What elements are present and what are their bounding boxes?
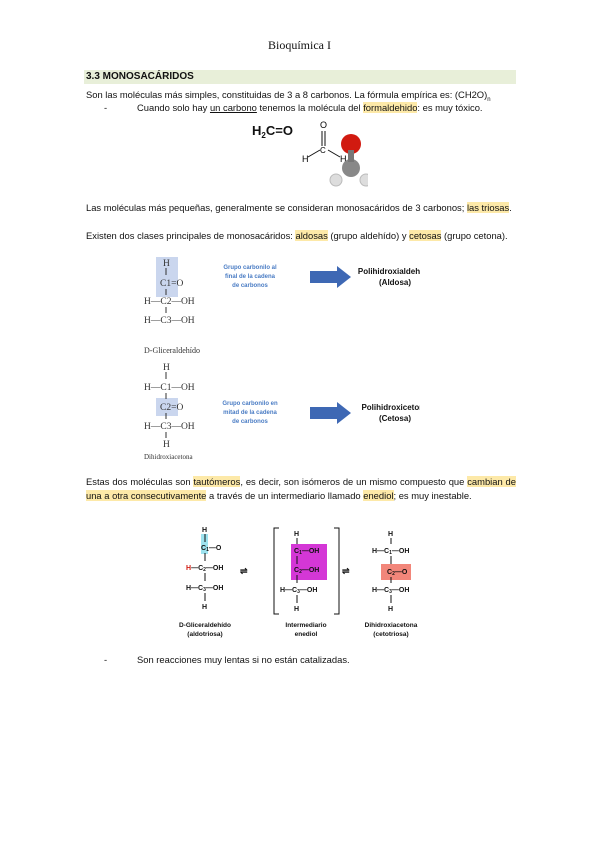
formula-sub: 2 [261,131,266,140]
taut-label-3a: Dihidroxiacetona [365,622,418,629]
para3-aldosas: aldosas [295,230,328,241]
ketose-h-bottom: H [163,440,170,450]
carbonyl-highlight [156,257,178,297]
aldose-note-2: final de la cadena [225,274,276,280]
struct-c: C [320,146,326,155]
bullet1-pre: Cuando solo hay [137,102,210,113]
svg-text:H: H [202,604,207,611]
bullet1-formaldehido: formaldehido [363,102,418,113]
svg-text:⇌: ⇌ [342,566,350,576]
bullet1-carbon: un carbono [209,102,257,113]
ketose-name: Dihidroxiacetona [144,453,193,461]
ketose-c3: H—C3—OH [144,422,195,432]
paragraph-classes: Existen dos clases principales de monosa… [86,229,516,243]
aldose-arrow [310,266,351,288]
intro-subscript: n [487,96,491,103]
svg-text:C2—O: C2—O [387,569,408,577]
paragraph-triosas: Las moléculas más pequeñas, generalmente… [86,201,516,215]
para4-pre: Estas dos moléculas son [86,476,194,487]
ketose-c1: H—C1—OH [144,383,195,393]
section-title: 3.3 MONOSACÁRIDOS [84,70,516,84]
para2-triosas: las triosas [466,202,510,213]
aldose-c2: H—C2—OH [144,297,195,307]
svg-text:H: H [388,531,393,538]
aldose-note-1: Grupo carbonilo al [223,265,277,271]
taut-label-1a: D-Gliceraldehído [179,622,231,629]
svg-text:H—C3—OH: H—C3—OH [280,587,317,595]
ketose-h-top: H [163,363,170,373]
hydrogen-ball-left [329,173,343,187]
carbonyl-highlight-ketose [156,398,178,416]
svg-text:C2—OH: C2—OH [294,567,319,575]
ketose-diagram: H H—C1—OH C2=O H—C3—OH H Dihidroxiaceton… [144,363,420,461]
svg-text:H—C3—OH: H—C3—OH [372,587,409,595]
svg-text:H: H [294,531,299,538]
para4-post: ; es muy inestable. [393,489,472,501]
para3-cetosas: cetosas [409,230,442,241]
aldose-c3: H—C3—OH [144,316,195,326]
para4-mid: , es decir, son isómeros de un mismo com… [240,476,468,487]
tautomer-figure: H C1—O H—C2—OH H—C3—OH H ⇌ H C1—OH C2—OH… [179,527,418,638]
svg-text:H—C3—OH: H—C3—OH [186,585,223,593]
para3-post: (grupo cetona). [441,230,508,241]
intro-paragraph: Son las moléculas más simples, constitui… [86,88,516,107]
ketose-note-3: de carbonos [232,419,268,425]
svg-text:H—C1—OH: H—C1—OH [372,548,409,556]
para3-pre: Existen dos clases principales de monosa… [86,230,296,241]
bullet-dash: - [104,102,108,113]
aldose-c1: C1=O [160,279,183,289]
taut-label-3b: (cetotriosa) [373,631,408,638]
svg-text:C1—O: C1—O [201,545,222,553]
ketose-note-1: Grupo carbonilo en [222,401,278,407]
svg-text:H2C=O: H2C=O [252,123,293,140]
formula-rest: C=O [266,123,293,138]
para2-post: . [509,202,512,213]
svg-text:H: H [202,527,207,534]
formaldehyde-figure: H2C=O O C H H [252,120,368,187]
carbon-ball [342,159,360,177]
taut-label-1b: (aldotriosa) [187,631,222,638]
svg-text:⇌: ⇌ [240,566,248,576]
taut-label-2a: Intermediario [285,622,326,629]
ketose-arrow [310,402,351,424]
para3-mid: (grupo aldehído) y [327,230,410,241]
svg-text:H: H [294,606,299,613]
bullet2-text: Son reacciones muy lentas si no están ca… [137,654,350,665]
intro-text: Son las moléculas más simples, constitui… [86,89,488,100]
bullet-lentas: - Son reacciones muy lentas si no están c… [86,653,516,667]
aldose-result-1: Polihidroxialdehído [358,267,420,276]
svg-text:C1—OH: C1—OH [294,548,319,556]
taut-label-2b: enediol [295,631,318,638]
aldose-diagram: H C1=O H—C2—OH H—C3—OH D-Gliceraldehído … [144,257,420,355]
hydrogen-ball-right [359,173,368,187]
paragraph-tautomeros: Estas dos moléculas son tautómeros, es d… [86,475,516,502]
para2-pre: Las moléculas más pequeñas, generalmente… [86,202,467,213]
bullet-formaldehyde: - Cuando solo hay un carbono tenemos la m… [86,101,516,115]
bullet1-mid: tenemos la molécula del [256,102,364,113]
struct-o: O [320,120,327,130]
aldose-result-2: (Aldosa) [379,278,411,287]
para4-mid2: a través de un intermediario llamado [206,489,364,501]
ketose-note-2: mitad de la cadena [223,410,277,416]
struct-h2: H [340,154,347,164]
para4-enediol: enediol [363,489,394,501]
oxygen-ball [341,134,361,154]
aldose-atom-h: H [163,259,170,269]
svg-text:H: H [388,606,393,613]
bullet2-dash: - [104,654,108,665]
svg-text:H—C2—OH: H—C2—OH [186,565,223,573]
ketose-c2: C2=O [160,403,183,413]
aldose-name: D-Gliceraldehído [144,346,200,355]
para4-tautomeros: tautómeros [193,476,241,487]
ketose-result-2: (Cetosa) [379,414,411,423]
ketose-result-1: Polihidroxicetona [361,403,420,412]
aldose-note-3: de carbonos [232,283,268,289]
page-header: Bioquímica I [268,38,331,52]
formula-h: H [252,123,261,138]
struct-h1: H [302,154,309,164]
bullet1-post: : es muy tóxico. [417,102,483,113]
